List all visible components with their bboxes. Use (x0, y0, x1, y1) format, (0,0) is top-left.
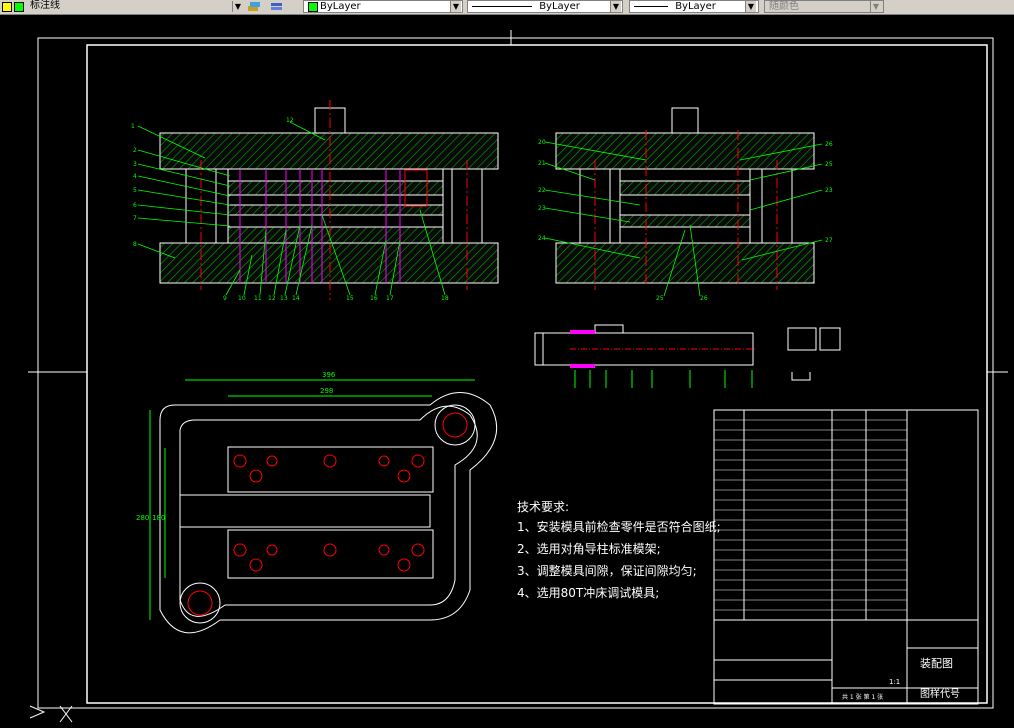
svg-text:15: 15 (346, 295, 354, 302)
svg-text:8: 8 (133, 241, 137, 248)
svg-text:12: 12 (268, 295, 276, 302)
svg-text:22: 22 (538, 187, 546, 194)
svg-text:25: 25 (656, 295, 664, 302)
svg-text:21: 21 (538, 160, 546, 167)
svg-text:9: 9 (223, 295, 227, 302)
layer-dropdown[interactable]: 标注线 (26, 0, 242, 13)
make-layer-current-icon[interactable] (247, 1, 261, 12)
layer-color-icon (14, 2, 24, 12)
chevron-down-icon[interactable]: ▼ (232, 1, 243, 12)
outer-frame (37, 37, 994, 709)
lineweight-control-dropdown[interactable]: ByLayer (629, 0, 759, 13)
title-block (713, 409, 979, 705)
chevron-down-icon[interactable]: ▼ (610, 1, 621, 12)
color-control-value: ByLayer (320, 1, 361, 12)
svg-text:27: 27 (825, 237, 833, 244)
color-swatch-icon (308, 2, 318, 12)
linetype-preview (472, 5, 532, 7)
svg-text:24: 24 (538, 235, 546, 242)
plot-style-value: 随颜色 (769, 1, 799, 12)
svg-text:18: 18 (441, 295, 449, 302)
part-detail-view (787, 327, 841, 381)
svg-text:6: 6 (133, 202, 137, 209)
svg-text:3: 3 (133, 161, 137, 168)
svg-text:25: 25 (825, 161, 833, 168)
svg-text:13: 13 (280, 295, 288, 302)
chevron-down-icon[interactable]: ▼ (870, 1, 881, 12)
svg-text:26: 26 (825, 141, 833, 148)
plot-style-dropdown[interactable]: 随颜色 (764, 0, 884, 13)
linetype-control-dropdown[interactable]: ByLayer (467, 0, 623, 13)
dim-inner-width: 298 (320, 387, 333, 395)
properties-toolbar: 标注线 ▼ ByLayer ▼ ByLayer ▼ ByLayer ▼ 随颜色 … (0, 0, 1014, 15)
linetype-control-value: ByLayer (539, 1, 580, 12)
svg-text:12: 12 (286, 117, 294, 124)
chevron-down-icon[interactable]: ▼ (745, 1, 756, 12)
svg-text:14: 14 (292, 295, 300, 302)
svg-text:10: 10 (238, 295, 246, 302)
inner-frame (86, 44, 988, 704)
svg-text:4: 4 (133, 173, 137, 180)
lineweight-preview (634, 5, 668, 7)
layer-on-icon (2, 2, 12, 12)
tech-req-item: 3、调整模具间隙，保证间隙均匀; (517, 564, 697, 578)
svg-text:16: 16 (370, 295, 378, 302)
tech-req-item: 1、安装模具前检查零件是否符合图纸; (517, 520, 721, 534)
ucs-icon (29, 705, 73, 723)
svg-text:17: 17 (386, 295, 394, 302)
svg-text:2: 2 (133, 147, 137, 154)
layer-name: 标注线 (30, 0, 60, 11)
svg-text:23: 23 (825, 187, 833, 194)
scale-value: 1:1 (889, 678, 901, 686)
strip-layout-view (534, 324, 755, 388)
svg-text:23: 23 (538, 205, 546, 212)
dim-overall-width: 396 (322, 371, 336, 379)
svg-text:1: 1 (131, 123, 135, 130)
svg-text:20: 20 (538, 139, 546, 146)
color-control-dropdown[interactable]: ByLayer (303, 0, 463, 13)
chevron-down-icon[interactable]: ▼ (450, 1, 461, 12)
svg-text:5: 5 (133, 187, 137, 194)
lineweight-control-value: ByLayer (675, 1, 716, 12)
tech-req-title: 技术要求: (517, 500, 570, 514)
svg-text:7: 7 (133, 215, 137, 222)
layer-previous-icon[interactable] (270, 1, 284, 12)
side-section-view: 20 21 22 23 24 26 25 23 27 25 26 (538, 107, 833, 302)
svg-text:11: 11 (254, 295, 262, 302)
tech-req-item: 4、选用80T冲床调试模具; (517, 586, 660, 600)
drawing-number: 图样代号 (920, 689, 960, 700)
dim-height-inner: 180 (152, 514, 165, 522)
svg-text:26: 26 (700, 295, 708, 302)
dim-height-outer: 280 (136, 514, 149, 522)
sheet-info: 共 1 张 第 1 张 (842, 694, 884, 701)
drawing-name: 装配图 (920, 657, 953, 670)
technical-requirements: 技术要求: 1、安装模具前检查零件是否符合图纸; 2、选用对角导柱标准模架; 3… (517, 498, 721, 604)
tech-req-item: 2、选用对角导柱标准模架; (517, 542, 661, 556)
plan-view: 396 298 280 180 (136, 371, 498, 634)
